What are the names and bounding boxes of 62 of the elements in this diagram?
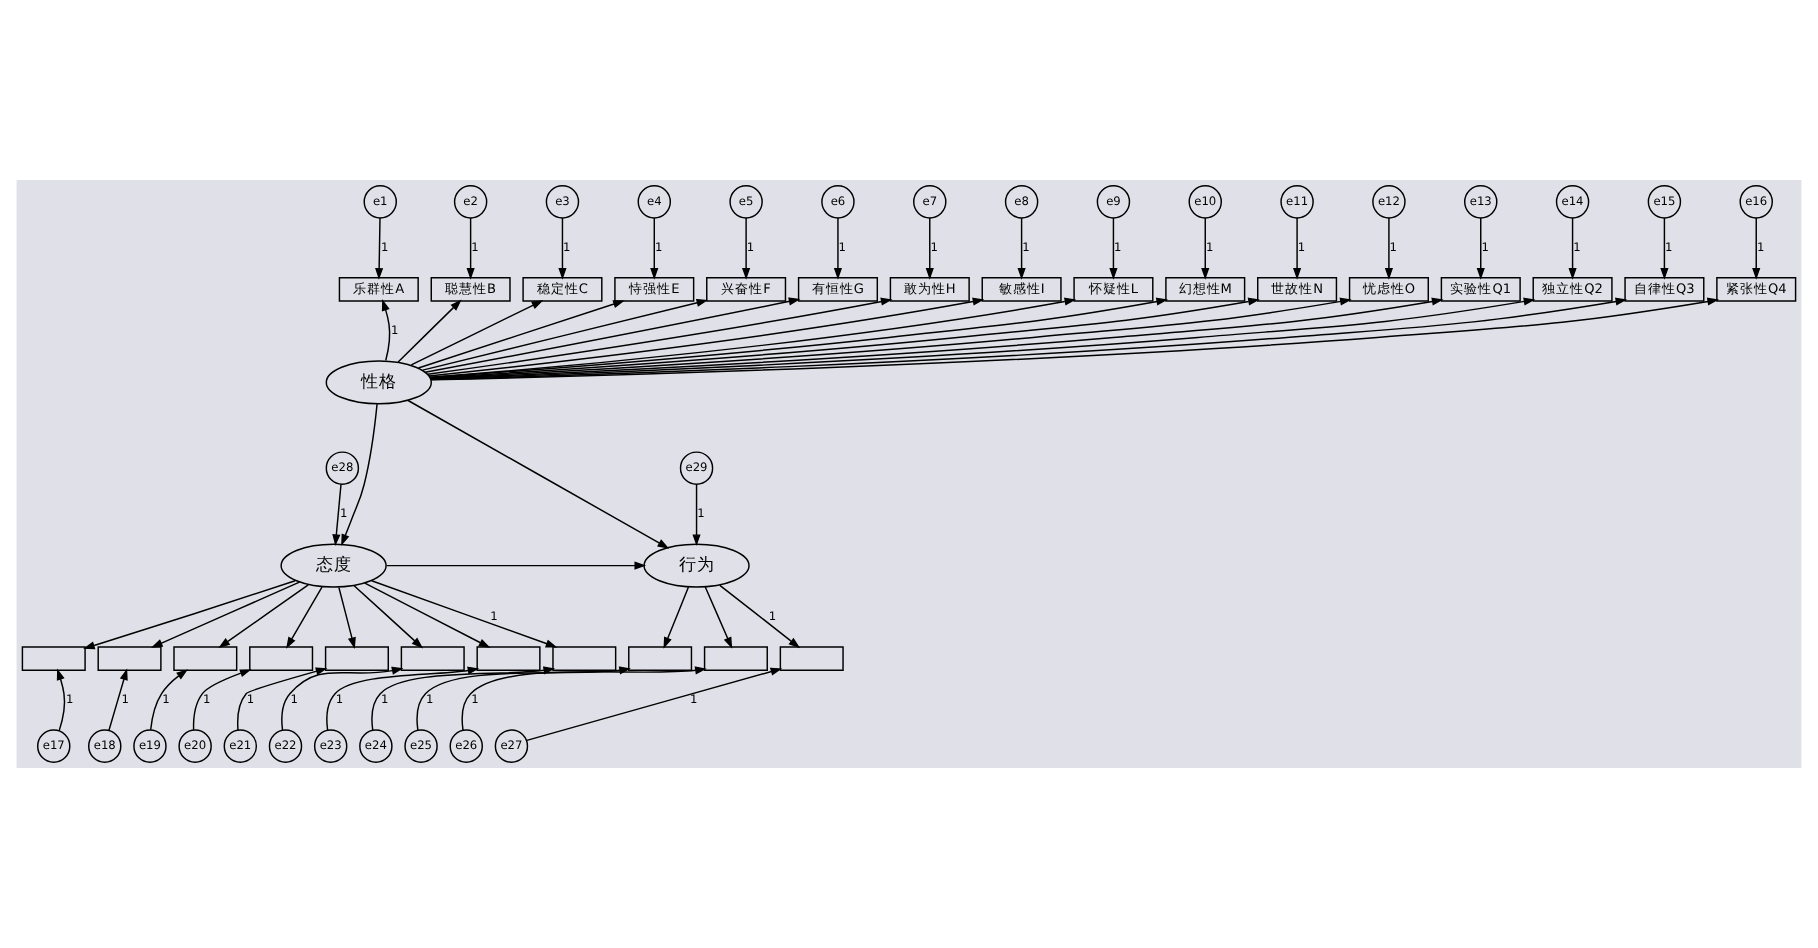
node-ellipse: 行为 xyxy=(643,543,750,588)
arrow xyxy=(56,668,66,732)
node-box xyxy=(703,646,768,672)
arrow xyxy=(371,666,556,731)
arrow xyxy=(1752,217,1761,280)
arrow xyxy=(1660,217,1669,280)
arrow xyxy=(150,581,301,648)
arrow xyxy=(108,668,128,731)
node-box xyxy=(779,646,844,672)
arrow xyxy=(558,217,567,280)
arrow xyxy=(663,586,690,649)
arrow xyxy=(719,584,801,649)
arrow xyxy=(422,298,709,371)
arrow xyxy=(364,582,491,648)
arrow xyxy=(149,669,189,731)
arrow xyxy=(332,483,342,547)
node-box xyxy=(249,646,314,672)
node-box xyxy=(552,646,617,672)
arrow xyxy=(704,586,733,649)
arrow xyxy=(742,217,751,280)
arrow xyxy=(925,217,934,280)
arrow xyxy=(381,299,391,362)
arrow xyxy=(427,297,893,375)
arrow xyxy=(407,399,670,549)
arrow xyxy=(326,666,480,731)
arrow xyxy=(1293,217,1302,280)
arrow xyxy=(353,585,424,649)
arrow xyxy=(1201,217,1210,280)
node-box xyxy=(476,646,541,672)
arrow xyxy=(83,580,296,650)
arrow xyxy=(417,300,625,369)
arrow xyxy=(692,483,701,547)
node-box xyxy=(628,646,693,672)
arrow xyxy=(370,580,558,648)
arrow xyxy=(281,666,404,731)
node-box xyxy=(97,646,162,672)
arrow xyxy=(375,217,384,280)
node-box xyxy=(324,646,389,672)
arrow xyxy=(386,561,647,570)
arrow xyxy=(1384,217,1393,280)
node-box xyxy=(173,646,238,672)
arrow xyxy=(1476,217,1485,280)
node-box xyxy=(21,646,86,672)
arrow xyxy=(1109,217,1118,280)
arrow xyxy=(428,297,985,377)
arrow xyxy=(192,669,252,731)
arrow xyxy=(1017,217,1026,280)
arrow xyxy=(466,217,475,280)
arrow xyxy=(410,300,544,366)
node-ellipse: 性格 xyxy=(325,360,432,405)
arrow xyxy=(1568,217,1577,280)
arrow xyxy=(424,297,801,374)
node-box xyxy=(400,646,465,672)
arrow xyxy=(650,217,659,280)
arrow xyxy=(397,299,462,363)
arrow xyxy=(833,217,843,280)
arrow xyxy=(237,667,328,731)
arrow xyxy=(338,586,356,650)
arrow xyxy=(286,586,323,649)
arrow xyxy=(341,403,378,546)
arrow xyxy=(218,584,309,649)
node-ellipse: 态度 xyxy=(280,543,387,588)
